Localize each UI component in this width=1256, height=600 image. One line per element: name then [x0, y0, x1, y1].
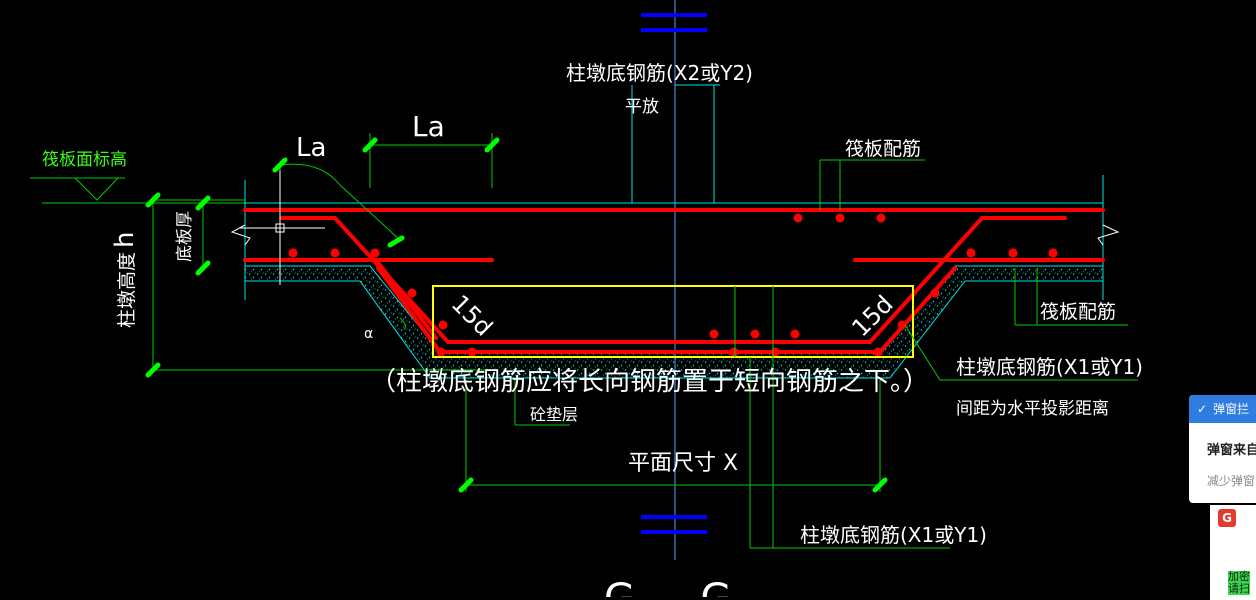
popup-title: 弹窗来自 — [1207, 443, 1256, 458]
angle-arc — [399, 317, 406, 331]
label-lay-flat: 平放 — [625, 97, 659, 117]
side-panel[interactable]: G 加密 请扫 — [1210, 505, 1256, 600]
popup-notification[interactable]: ✓ 弹窗拦 弹窗来自 减少弹窗 — [1189, 395, 1256, 503]
highlight-box — [432, 285, 914, 358]
rebar-dots — [288, 213, 1058, 357]
label-raft-surface-level: 筏板面标高 — [42, 150, 127, 170]
label-cushion-layer: 砼垫层 — [530, 405, 578, 424]
break-line-right — [1097, 224, 1120, 246]
shield-icon: ✓ — [1197, 402, 1208, 416]
cursor-crosshair — [240, 170, 325, 285]
label-anchor-length-top: La — [412, 110, 445, 143]
app-logo-icon: G — [1218, 509, 1236, 527]
label-raft-bottom-thickness: 底板厚 — [175, 211, 195, 262]
label-height-symbol: h — [110, 232, 140, 248]
label-anchor-length-left: La — [296, 133, 326, 163]
popup-subtitle: 减少弹窗 — [1207, 474, 1256, 488]
label-raft-reinforcement-right: 筏板配筋 — [1040, 301, 1116, 323]
label-pier-bottom-bar-bottom: 柱墩底钢筋(X1或Y1) — [800, 523, 987, 547]
label-spacing-note: 间距为水平投影距离 — [956, 399, 1109, 419]
break-line-left — [230, 224, 251, 246]
label-plan-size: 平面尺寸 X — [628, 451, 738, 476]
concrete-outline — [244, 84, 1104, 300]
label-bend-right: 15d — [846, 290, 898, 342]
rebar-lines — [243, 208, 1105, 354]
side-panel-text: 加密 请扫 — [1228, 570, 1250, 595]
dimension-lines — [30, 133, 1138, 549]
label-pier-bottom-bar-top: 柱墩底钢筋(X2或Y2) — [566, 61, 753, 85]
popup-header-text: 弹窗拦 — [1213, 402, 1250, 416]
label-pier-height: 柱墩高度 — [116, 252, 138, 328]
axis-mark-top — [641, 13, 707, 32]
label-section-mark-partial: G — G — [604, 576, 731, 597]
label-angle-symbol: α — [364, 326, 373, 342]
label-note: （柱墩底钢筋应将长向钢筋置于短向钢筋之下。） — [370, 367, 929, 397]
dimension-ticks — [145, 137, 888, 493]
popup-header: ✓ 弹窗拦 — [1189, 395, 1256, 423]
label-pier-bottom-bar-right: 柱墩底钢筋(X1或Y1) — [956, 355, 1143, 379]
label-raft-reinforcement-top: 筏板配筋 — [845, 138, 921, 160]
label-bend-left: 15d — [446, 289, 498, 341]
axis-mark-bottom — [641, 515, 707, 534]
